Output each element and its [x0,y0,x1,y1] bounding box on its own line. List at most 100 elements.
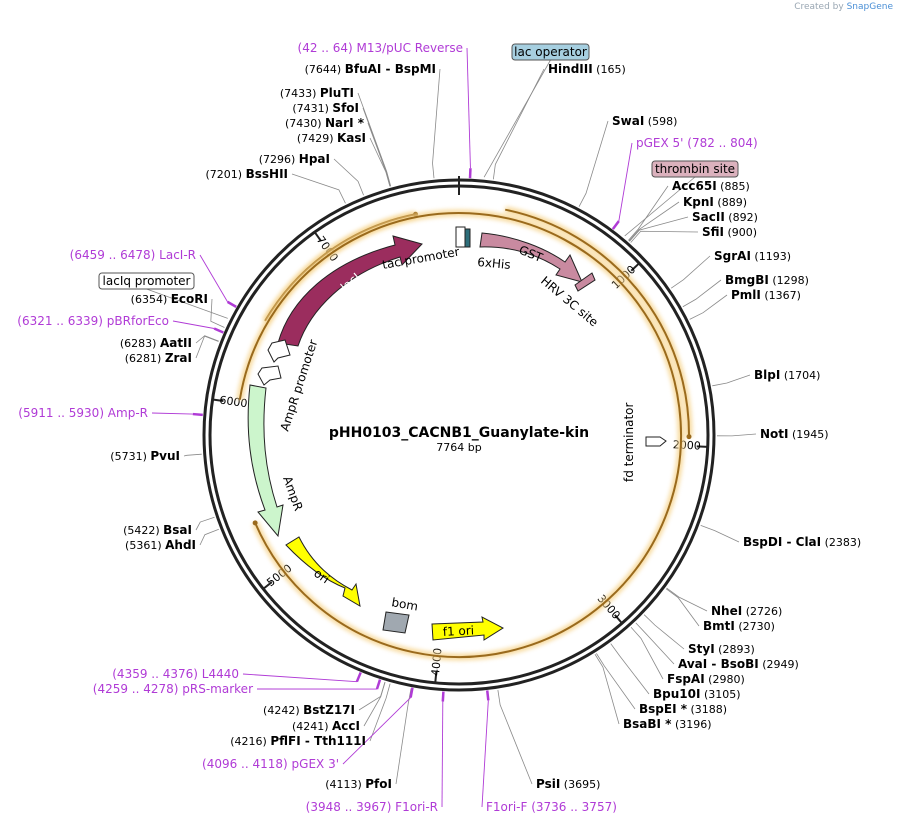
site-position: (2893) [715,643,755,656]
primer-leader [151,412,193,415]
site-name: Acc65I [672,179,717,193]
site-leader [432,68,441,179]
site-leader [333,158,364,196]
site-name: AhdI [165,538,196,552]
boxed-leader [483,59,551,178]
site-position: (885) [717,180,750,193]
site-name: NarI * [325,116,365,130]
site-leader [210,298,225,328]
site-name: HpaI [299,152,330,166]
site-name: PmlI [731,288,761,302]
site-position: (1193) [751,250,791,263]
primer-label: (4259 .. 4278) pRS-marker [93,682,253,696]
site-position: (1945) [789,428,829,441]
site-position: (7431) [292,102,332,115]
leader-lines [146,47,757,808]
site-leader [635,622,675,665]
primer-mark [441,691,445,702]
restriction-site: BlpI (1704) [754,368,820,382]
site-leader [628,201,680,242]
tick-7000 [313,231,322,242]
primer-mark [192,412,203,417]
site-position: (6283) [120,337,160,350]
site-name: NheI [711,604,742,618]
feature-fd-terminator-label: fd terminator [622,403,636,482]
feature-ampr [247,384,284,538]
site-name: BspEI * [639,702,688,716]
boxed-leader [146,288,228,319]
restriction-site: PsiI (3695) [536,777,600,791]
site-name: BlpI [754,368,780,382]
site-position: (165) [593,63,626,76]
site-position: (1704) [780,369,820,382]
restriction-site: SgrAI (1193) [714,249,791,263]
site-leader [630,230,699,243]
site-leader [578,120,609,207]
restriction-site: StyI (2893) [688,642,755,656]
restriction-site: (7429) KasI [297,131,366,145]
restriction-site: (7296) HpaI [259,152,330,166]
site-leader [497,689,533,785]
restriction-site: (7431) SfoI [292,101,359,115]
site-position: (7201) [206,168,246,181]
tick-2000 [696,445,708,448]
site-leader [367,122,391,187]
restriction-site: (7644) BfuAI - BspMI [305,62,436,76]
site-leader [357,92,392,187]
restriction-site: PmlI (1367) [731,288,801,302]
restriction-site: (4113) PfoI [325,777,392,791]
restriction-site: NheI (2726) [711,604,782,618]
site-leader [682,279,722,308]
tick-label-4000: 4000 [429,647,445,676]
feature-gst-label: GST [517,243,545,265]
orf-ampr-arc [238,212,682,658]
site-leader [369,137,391,187]
restriction-site: SacII (892) [692,210,758,224]
primer-leader [342,697,411,765]
feature-6xhis [464,228,471,248]
feature-laci [277,235,423,347]
primer-label: (4359 .. 4376) L4440 [112,667,239,681]
site-name: BspDI - ClaI [743,535,821,549]
orf-arcs [236,206,693,661]
site-name: KpnI [683,195,714,209]
primer-mark [375,679,382,690]
site-leader [716,433,757,437]
site-position: (3188) [687,703,727,716]
restriction-site: (5731) PvuI [110,449,180,463]
primer-mark [611,220,620,230]
restriction-site: (7433) PluTI [280,86,354,100]
site-name: HindIII [548,62,593,76]
site-leader [629,216,689,242]
site-name: PflFI - Tth111I [270,734,366,748]
site-position: (889) [714,196,747,209]
boxed-leader [624,176,696,237]
restriction-site: FspAI (2980) [667,672,745,686]
site-name: AvaI - BsoBI [678,657,759,671]
restriction-site: (7201) BssHII [206,167,288,181]
site-position: (7644) [305,63,345,76]
site-position: (6354) [131,293,171,306]
primer-label: (6459 .. 6478) LacI-R [70,248,196,262]
primer-leader [242,673,357,683]
site-position: (900) [724,226,757,239]
feature-ampr-promoter [267,339,291,363]
site-position: (598) [644,115,677,128]
site-position: (5422) [123,524,163,537]
primer-leader [481,700,489,808]
site-name: BmgBI [725,273,769,287]
restriction-site: SfiI (900) [702,225,757,239]
site-position: (4242) [263,704,303,717]
primer-label: F1ori-F (3736 .. 3757) [486,800,617,814]
feature-box-label: thrombin site [655,162,735,176]
orf-gst-arc [505,208,690,437]
restriction-site: (4242) BstZ17I [263,703,355,717]
restriction-site: NotI (1945) [760,427,829,441]
plasmid-name: pHH0103_CACNB1_Guanylate-kin [329,425,589,441]
site-name: FspAI [667,672,705,686]
feature-fd-terminator [645,436,667,447]
site-name: AatII [160,336,192,350]
site-leader [291,173,346,204]
restriction-site: BspEI * (3188) [639,702,727,716]
feature-box-label: lac operator [514,45,587,59]
